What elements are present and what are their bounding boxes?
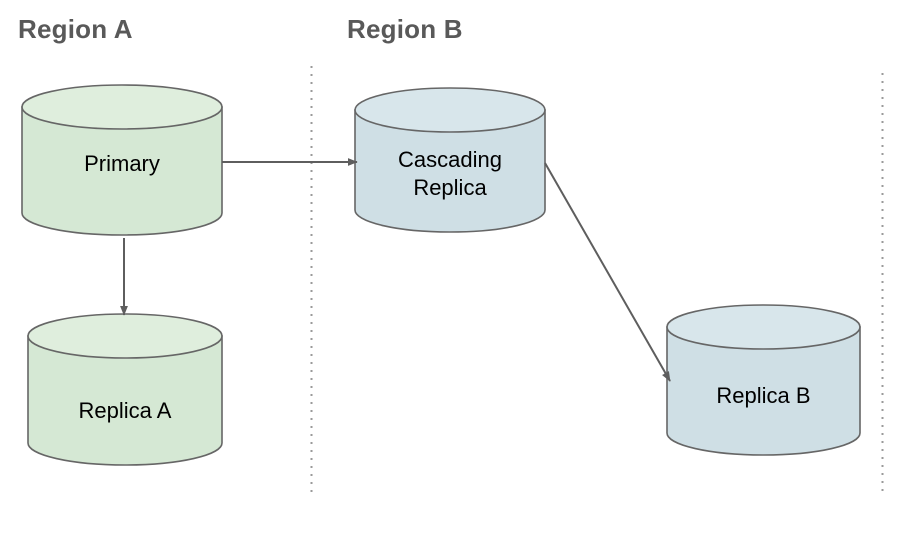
- node-replica-a[interactable]: [27, 313, 223, 466]
- primary-cylinder-top: [21, 84, 223, 130]
- primary-cylinder-body: [21, 106, 223, 236]
- node-replica-b[interactable]: [666, 304, 861, 456]
- cascading-replica-cylinder-top: [354, 87, 546, 133]
- node-cascading-replica[interactable]: [354, 87, 546, 233]
- region-b-label: Region B: [347, 14, 463, 44]
- replica-b-cylinder-top: [666, 304, 861, 350]
- replica-a-cylinder-body: [27, 335, 223, 466]
- replica-b-cylinder-body: [666, 326, 861, 456]
- connector-cascading-to-replica-b: [544, 162, 671, 382]
- cascading-replica-cylinder-body: [354, 109, 546, 233]
- region-a-label: Region A: [18, 14, 133, 44]
- node-primary[interactable]: [21, 84, 223, 236]
- replica-a-cylinder-top: [27, 313, 223, 359]
